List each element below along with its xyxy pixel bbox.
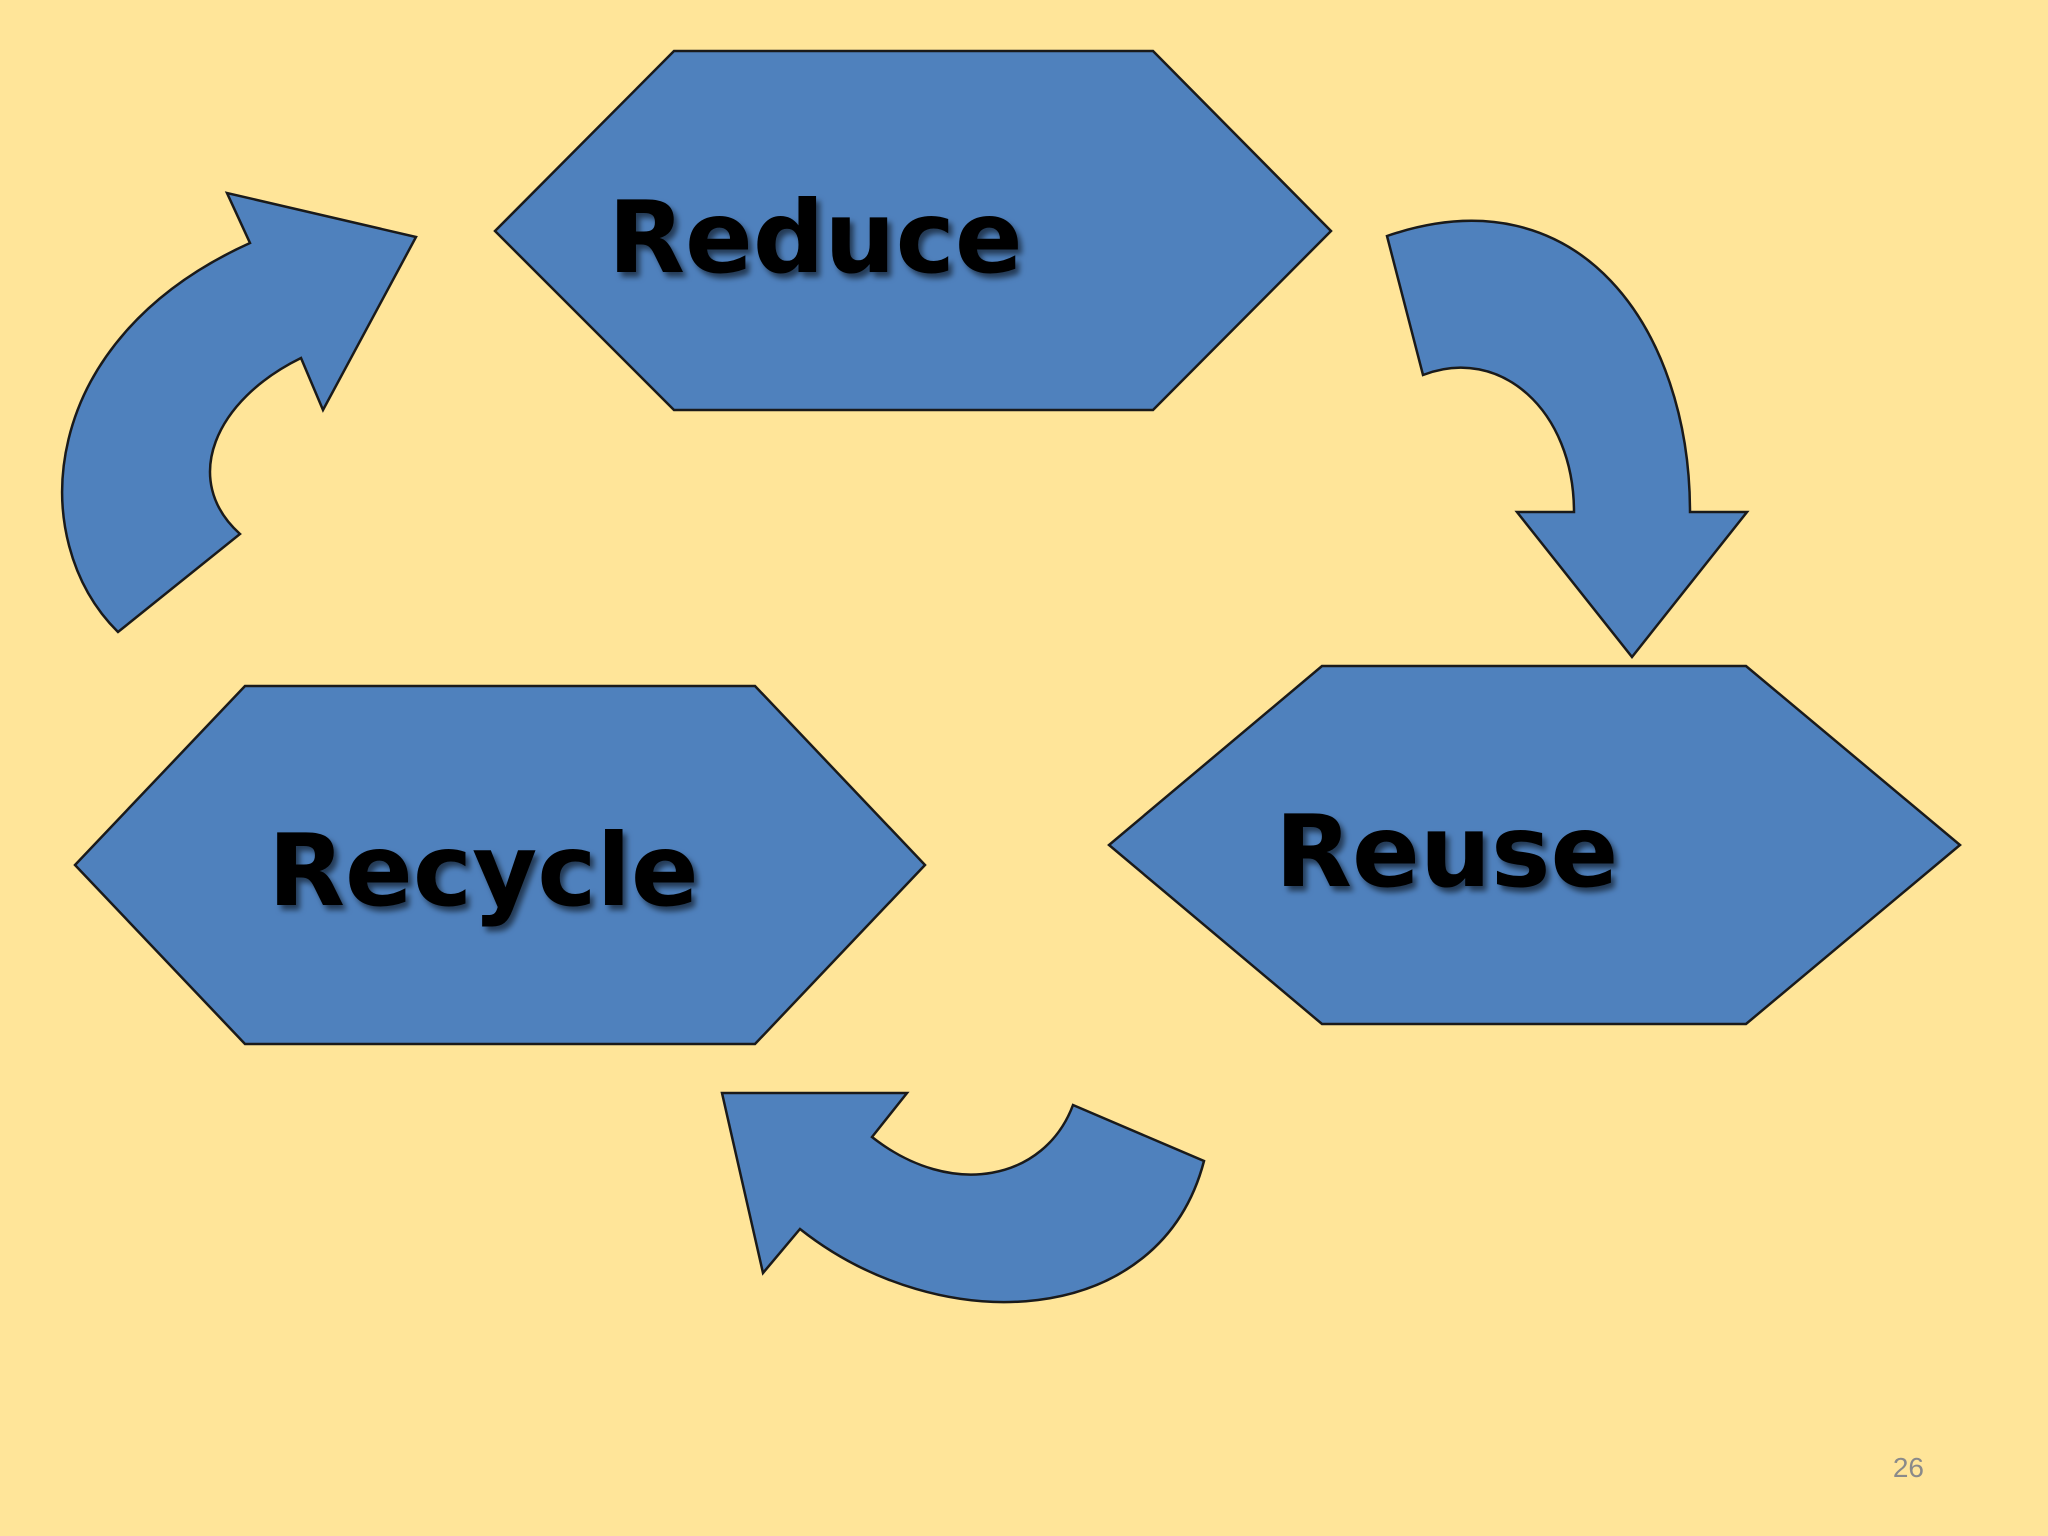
- arrow-recycle-to-reduce: [60, 191, 418, 634]
- reduce-hexagon: [493, 49, 1333, 412]
- recycle-hexagon: [73, 684, 927, 1046]
- arrow-reduce-to-reuse: [1385, 219, 1750, 660]
- reduce-label: Reduce: [608, 179, 1023, 296]
- arrow-reuse-to-recycle: [720, 1091, 1206, 1304]
- slide-number: 26: [1892, 1452, 1924, 1483]
- reuse-hexagon: [1107, 664, 1962, 1026]
- recycle-label: Recycle: [268, 812, 699, 929]
- reuse-label: Reuse: [1275, 793, 1618, 910]
